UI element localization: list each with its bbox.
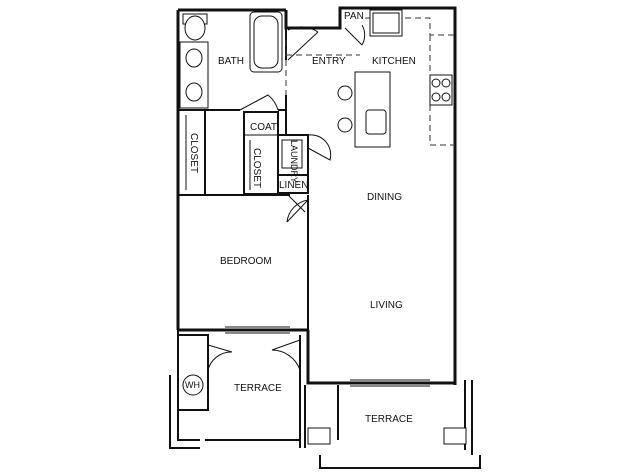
washer-dryer bbox=[281, 139, 303, 169]
label-kitchen: KITCHEN bbox=[372, 56, 416, 67]
room-labels: BATH ENTRY KITCHEN PAN COAT CLOSET CLOSE… bbox=[185, 11, 416, 425]
stool-2 bbox=[337, 117, 353, 133]
label-laundry: LAUNDRY bbox=[289, 140, 299, 183]
vanity bbox=[179, 41, 209, 109]
doors bbox=[207, 24, 366, 371]
kitchen-fixtures bbox=[337, 9, 453, 148]
label-closet-left: CLOSET bbox=[188, 133, 199, 173]
bedroom-door bbox=[286, 194, 310, 223]
bathtub bbox=[249, 11, 283, 73]
toilet-bowl bbox=[184, 15, 206, 41]
label-dining: DINING bbox=[367, 192, 402, 203]
label-bath: BATH bbox=[218, 56, 244, 67]
label-terrace-left: TERRACE bbox=[234, 383, 282, 394]
terrace-door-left bbox=[207, 344, 233, 371]
bath-fixtures bbox=[179, 11, 283, 109]
label-living: LIVING bbox=[370, 300, 403, 311]
label-terrace-right: TERRACE bbox=[365, 414, 413, 425]
bath-door bbox=[239, 94, 279, 111]
laundry-door bbox=[307, 134, 332, 161]
label-entry: ENTRY bbox=[312, 56, 346, 67]
stool-1 bbox=[337, 85, 353, 101]
water-heater bbox=[182, 374, 204, 396]
interior-walls bbox=[177, 10, 430, 440]
label-linen: LINEN bbox=[279, 180, 308, 191]
label-coat: COAT bbox=[250, 122, 277, 133]
closet-rods bbox=[185, 115, 251, 190]
terrace-posts bbox=[307, 427, 467, 445]
label-pan: PAN bbox=[344, 11, 364, 22]
terrace-door-right bbox=[271, 339, 301, 371]
range bbox=[429, 74, 453, 106]
entry-door bbox=[287, 26, 319, 61]
label-bedroom: BEDROOM bbox=[220, 256, 272, 267]
label-wh: WH bbox=[185, 380, 200, 390]
pantry-door bbox=[344, 24, 366, 46]
refrigerator bbox=[369, 9, 403, 37]
label-closet-mid: CLOSET bbox=[251, 148, 262, 188]
